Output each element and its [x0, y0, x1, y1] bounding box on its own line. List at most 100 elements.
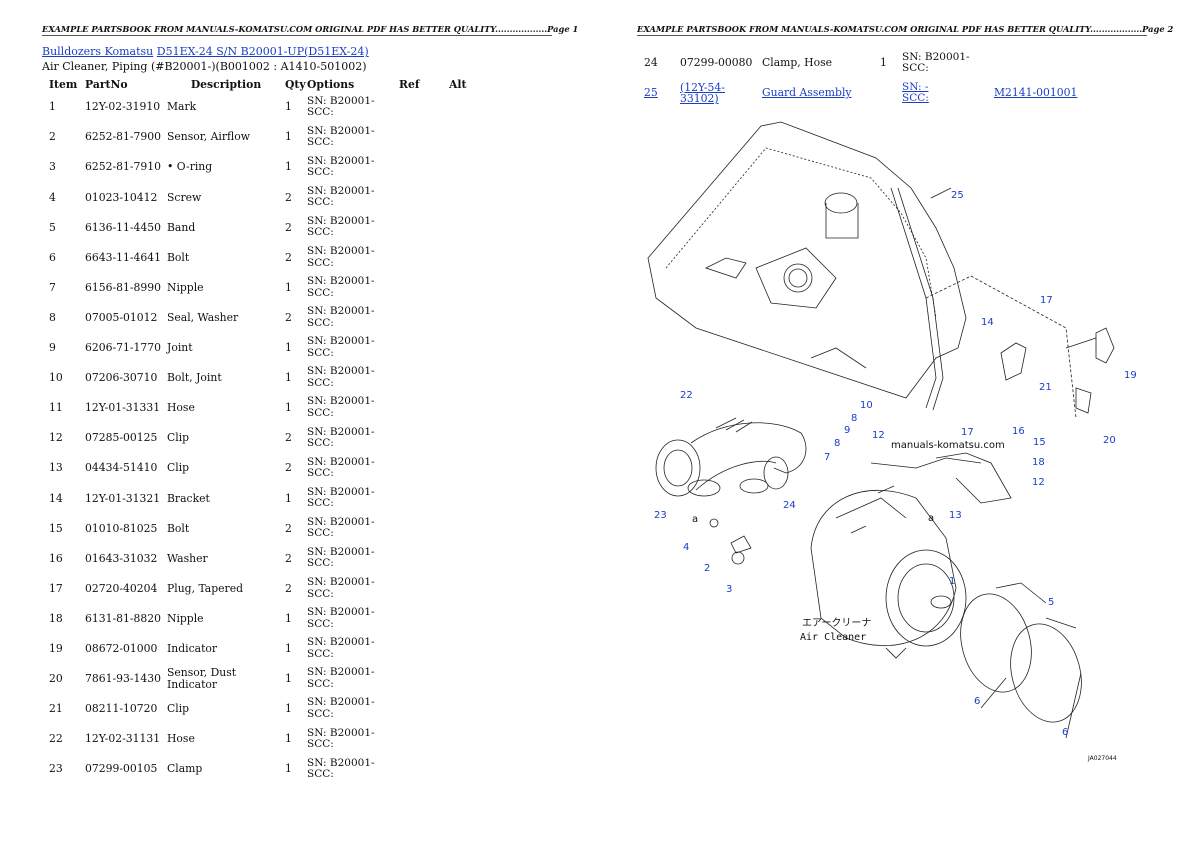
cell-qty: 1: [285, 491, 292, 505]
table-row: 25 (12Y-54-33102) Guard Assembly SN: - SCC:…: [637, 78, 1084, 108]
breadcrumb-link-serial[interactable]: D51EX-24 S/N B20001-UP(D51EX-24): [156, 45, 369, 58]
cell-description: Guard Assembly: [762, 78, 880, 108]
parts-table-header: Item PartNo Description Qty Options Ref …: [42, 76, 489, 92]
cell-qty: 1: [285, 732, 292, 746]
cell-ref: [399, 122, 449, 152]
cell-partno: 6136-11-4450: [85, 220, 161, 234]
cell-options: SN: B20001- SCC:: [307, 696, 375, 720]
cell-qty: 2: [285, 310, 292, 324]
cell-ref: [399, 363, 449, 393]
callout-8: 8: [834, 438, 840, 449]
breadcrumb: Bulldozers Komatsu D51EX-24 S/N B20001-U…: [42, 45, 369, 59]
page-banner: EXAMPLE PARTSBOOK FROM MANUALS-KOMATSU.C…: [42, 24, 579, 36]
cell-description: Indicator: [167, 641, 218, 655]
cell-partno-link[interactable]: (12Y-54-33102): [680, 80, 725, 105]
view-marker: a: [928, 513, 934, 524]
cell-options-link[interactable]: SN: - SCC:: [902, 80, 929, 104]
callout-6: 6: [1062, 727, 1068, 738]
cell-qty: 2: [285, 250, 292, 264]
cell-ref: [399, 273, 449, 303]
cell-alt: [449, 483, 489, 513]
cell-qty: 1: [285, 762, 292, 776]
cell-description: Screw: [167, 190, 202, 204]
cell-options: SN: B20001- SCC:: [307, 726, 375, 751]
cell-alt: [449, 574, 489, 604]
cell-options: SN: B20001- SCC:: [307, 94, 375, 119]
callout-2: 2: [704, 563, 710, 574]
cell-partno: 12Y-01-31331: [85, 401, 161, 415]
callout-9: 9: [844, 425, 850, 436]
cell-qty: 2: [285, 461, 292, 475]
watermark: manuals-komatsu.com: [891, 440, 1005, 451]
cell-options: SN: B20001- SCC:: [307, 365, 375, 389]
cell-qty: 1: [285, 341, 292, 355]
breadcrumb-link-model-family[interactable]: Bulldozers Komatsu: [42, 45, 154, 58]
cell-description: Band: [167, 220, 196, 234]
cell-options: SN: B20001- SCC:: [307, 485, 375, 510]
cell-description: Sensor, Dust Indicator: [167, 666, 237, 691]
cell-qty: 1: [285, 672, 292, 686]
cell-item: 24: [644, 56, 658, 70]
callout-18: 18: [1032, 457, 1045, 468]
cell-partno: 07299-00105: [85, 762, 158, 776]
cell-ref-link[interactable]: M2141-001001: [994, 86, 1078, 100]
page-banner: EXAMPLE PARTSBOOK FROM MANUALS-KOMATSU.C…: [637, 24, 1174, 36]
cell-qty: 2: [285, 431, 292, 445]
cell-ref: [399, 694, 449, 724]
cell-alt: [449, 694, 489, 724]
cell-ref: [399, 393, 449, 423]
cell-item: 3: [49, 160, 56, 174]
cell-partno: 04434-51410: [85, 461, 158, 475]
cell-ref: [399, 182, 449, 212]
cell-alt: [449, 303, 489, 333]
cell-partno: 12Y-01-31321: [85, 491, 161, 505]
cell-options: SN: B20001- SCC:: [307, 425, 375, 450]
cell-qty: 2: [285, 551, 292, 565]
header-qty: Qty: [285, 77, 306, 91]
cell-item: 2: [49, 130, 56, 144]
cell-ref: [399, 242, 449, 272]
cell-item: 10: [49, 371, 63, 385]
cell-description: Bolt: [167, 250, 190, 264]
cell-options: SN: B20001- SCC:: [307, 154, 375, 179]
cell-item-link[interactable]: 25: [644, 86, 658, 100]
cell-options: SN: B20001- SCC:: [307, 214, 375, 239]
cell-partno: 07299-00080: [680, 56, 753, 70]
cell-alt: [449, 604, 489, 634]
cell-alt: [449, 92, 489, 122]
callout-10: 10: [860, 400, 873, 411]
callout-25: 25: [951, 190, 964, 201]
cell-ref: [399, 303, 449, 333]
cell-qty: 2: [285, 190, 292, 204]
parts-table: Item PartNo Description Qty Options Ref …: [42, 76, 489, 784]
cell-options: SN: B20001- SCC:: [307, 275, 375, 299]
cell-description: Clamp: [167, 762, 203, 776]
cell-description: Mark: [167, 100, 197, 114]
figure-code: JA027044: [1087, 755, 1117, 762]
cell-options: SN: B20001- SCC:: [307, 245, 375, 269]
cell-ref: [399, 634, 449, 664]
cell-description-link[interactable]: Guard Assembly: [762, 86, 852, 100]
cell-item: 16: [49, 551, 63, 565]
view-marker: a: [692, 514, 698, 525]
cell-options: SN: B20001- SCC:: [307, 335, 375, 359]
exploded-parts-diagram: 25 17 14 19 21 22 10 8 9 12 8 7 17 16 15…: [636, 118, 1154, 778]
cell-description: • O-ring: [167, 160, 213, 174]
cell-partno: 6206-71-1770: [85, 341, 161, 355]
cell-description: Nipple: [167, 611, 204, 625]
cell-ref: [399, 664, 449, 694]
cell-ref: [399, 513, 449, 543]
cell-partno: 6131-81-8820: [85, 611, 161, 625]
cell-qty: 2: [285, 581, 292, 595]
cell-item: 4: [49, 190, 56, 204]
cell-partno: 07285-00125: [85, 431, 158, 445]
cell-options: SN: - SCC:: [902, 78, 994, 108]
cell-ref: [399, 724, 449, 754]
cell-item: 15: [49, 521, 63, 535]
cell-options: SN: B20001- SCC:: [307, 395, 375, 419]
cell-description: Bolt: [167, 521, 190, 535]
